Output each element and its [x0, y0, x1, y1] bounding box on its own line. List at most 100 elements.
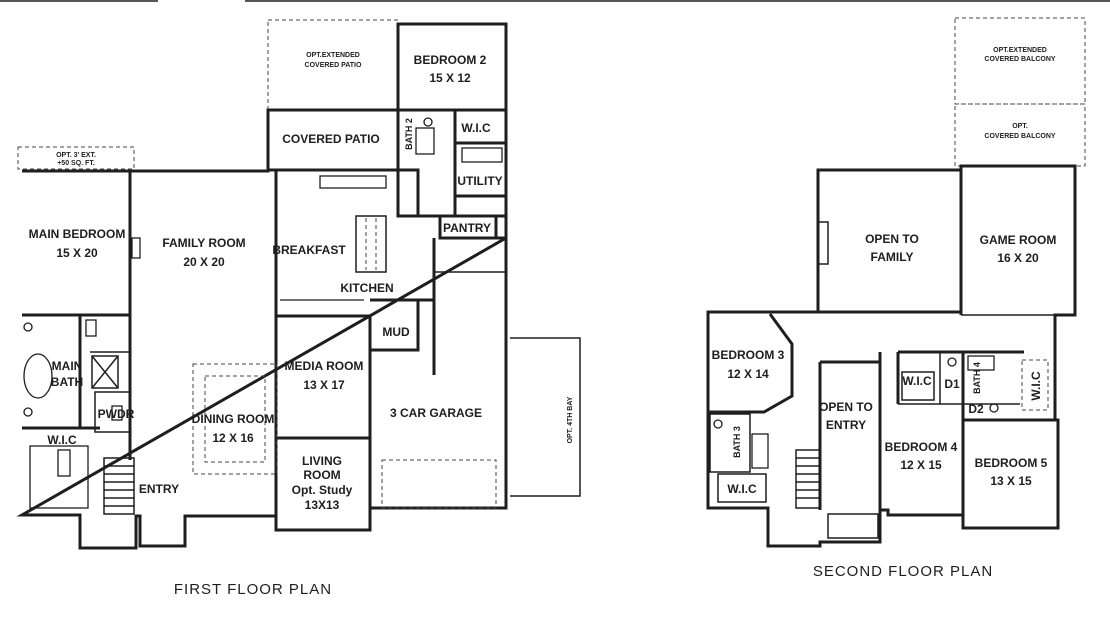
second-floor-outline — [706, 164, 1077, 548]
breakfast-label: BREAKFAST — [272, 243, 346, 257]
powder-room — [94, 391, 131, 433]
opt-balcony-label-2: COVERED BALCONY — [984, 133, 1056, 140]
wic-b4-label: W.I.C — [902, 374, 932, 388]
garage-label: 3 CAR GARAGE — [390, 406, 482, 420]
mud-label: MUD — [382, 325, 410, 339]
utility-label: UTILITY — [457, 174, 502, 188]
family-room-label: FAMILY ROOM — [162, 236, 245, 250]
opt-ext-label-2: +50 SQ. FT. — [57, 160, 95, 167]
living-label-4: 13X13 — [305, 498, 340, 512]
opt-balcony-label-1: OPT. — [1012, 123, 1028, 130]
dining-room-label: DINING ROOM — [192, 412, 275, 426]
wic-b4-box — [901, 371, 935, 401]
main-wic-label: W.I.C — [47, 433, 77, 447]
first-floor-title: FIRST FLOOR PLAN — [174, 581, 332, 598]
bedroom5-label: BEDROOM 5 — [975, 456, 1048, 470]
opt-covered-balcony — [954, 103, 1086, 167]
open-family-label-1: OPEN TO — [865, 232, 919, 246]
main-bedroom-size: 15 X 20 — [56, 246, 98, 260]
game-room-label: GAME ROOM — [980, 233, 1057, 247]
kitchen-counter — [319, 175, 387, 189]
opt-3ft-extension — [17, 146, 135, 170]
main-toilet-icon — [85, 319, 97, 337]
dining-room-ceiling — [192, 363, 278, 475]
second-floor-plan: OPT.EXTENDED COVERED BALCONY OPT. COVERE… — [706, 17, 1086, 580]
second-floor-landing — [827, 513, 879, 539]
opt-ext-balcony-label-2: COVERED BALCONY — [984, 56, 1056, 63]
shower — [91, 355, 119, 389]
wic-top-label: W.I.C — [461, 121, 491, 135]
bedroom4-label: BEDROOM 4 — [885, 440, 958, 454]
dining-room-size: 12 X 16 — [212, 431, 254, 445]
opt-4th-bay-label: OPT. 4TH BAY — [567, 396, 574, 443]
living-label-1: LIVING — [302, 454, 342, 468]
kitchen-island — [355, 215, 387, 273]
shower-x2 — [91, 355, 119, 389]
bedroom3-label: BEDROOM 3 — [712, 348, 785, 362]
pantry-label: PANTRY — [443, 221, 491, 235]
main-bath-sink-icon — [23, 322, 33, 332]
wic-b3-box — [717, 473, 767, 503]
bedroom2-size: 15 X 12 — [429, 71, 471, 85]
mud-room — [370, 298, 420, 352]
second-floor-title: SECOND FLOOR PLAN — [813, 563, 993, 580]
open-entry-label-2: ENTRY — [826, 418, 866, 432]
first-floor-outline — [16, 168, 508, 550]
main-bath-label-1: MAIN — [52, 359, 83, 373]
main-wic-island — [57, 449, 71, 477]
entry-label: ENTRY — [139, 482, 179, 496]
bedroom3-size: 12 X 14 — [727, 367, 769, 381]
second-floor-fireplace — [817, 221, 829, 265]
d1-label: D1 — [944, 377, 960, 391]
bath3-tub-icon — [751, 433, 769, 469]
bath3-sink-icon — [713, 419, 723, 429]
bath4-tub-icon — [967, 355, 995, 371]
game-room-size: 16 X 20 — [997, 251, 1039, 265]
media-room-label: MEDIA ROOM — [285, 359, 364, 373]
powder-toilet-icon — [111, 405, 123, 421]
opt-ext-label-1: OPT. 3' EXT. — [56, 152, 96, 159]
bedroom5-size: 13 X 15 — [990, 474, 1032, 488]
main-bath-sink2-icon — [23, 407, 33, 417]
dining-room-outline — [204, 375, 266, 463]
wic-b3-label: W.I.C — [727, 482, 757, 496]
media-room-size: 13 X 17 — [303, 378, 345, 392]
main-bedroom-label: MAIN BEDROOM — [29, 227, 126, 241]
pwdr-label: PWDR — [98, 407, 135, 421]
d2-label: D2 — [968, 402, 984, 416]
washer-dryer-icon — [461, 147, 503, 163]
garage-door-line — [381, 459, 497, 509]
opt-ext-patio-label-2: COVERED PATIO — [305, 62, 362, 69]
open-family-label-2: FAMILY — [871, 250, 914, 264]
covered-patio-label: COVERED PATIO — [282, 132, 380, 146]
kitchen-label: KITCHEN — [340, 281, 393, 295]
bedroom4-size: 12 X 15 — [900, 458, 942, 472]
wic-b5-label: W.I.C — [1029, 371, 1043, 401]
wic-b5-box — [1021, 359, 1049, 411]
open-entry-label-1: OPEN TO — [819, 400, 873, 414]
d1-sink-icon — [947, 357, 957, 367]
bath3-box — [709, 413, 751, 473]
family-room-size: 20 X 20 — [183, 255, 225, 269]
opt-ext-patio-label-1: OPT.EXTENDED — [306, 52, 360, 59]
second-floor-stairs — [795, 449, 821, 509]
living-label-3: Opt. Study — [292, 483, 353, 497]
bedroom3-wall — [708, 313, 794, 414]
bath2-label: BATH 2 — [404, 118, 414, 150]
opt-4th-bay-area — [510, 337, 581, 497]
bath2-tub-icon — [415, 127, 435, 155]
first-floor-plan: OPT.EXTENDED COVERED PATIO COVERED PATIO… — [16, 19, 581, 598]
bath2-sink-icon — [423, 117, 433, 127]
main-bath-tub-icon — [23, 353, 53, 399]
living-label-2: ROOM — [303, 468, 340, 482]
fireplace-icon — [131, 237, 141, 259]
bedroom2-label: BEDROOM 2 — [414, 53, 487, 67]
bath4-label: BATH 4 — [972, 362, 982, 394]
d2-sink-icon — [989, 403, 999, 413]
first-floor-stairs — [103, 457, 135, 515]
main-wic-shelf — [29, 445, 89, 509]
bath3-label: BATH 3 — [732, 426, 742, 458]
main-bath-label-2: BATH — [51, 375, 83, 389]
opt-ext-balcony-label-1: OPT.EXTENDED — [993, 47, 1047, 54]
